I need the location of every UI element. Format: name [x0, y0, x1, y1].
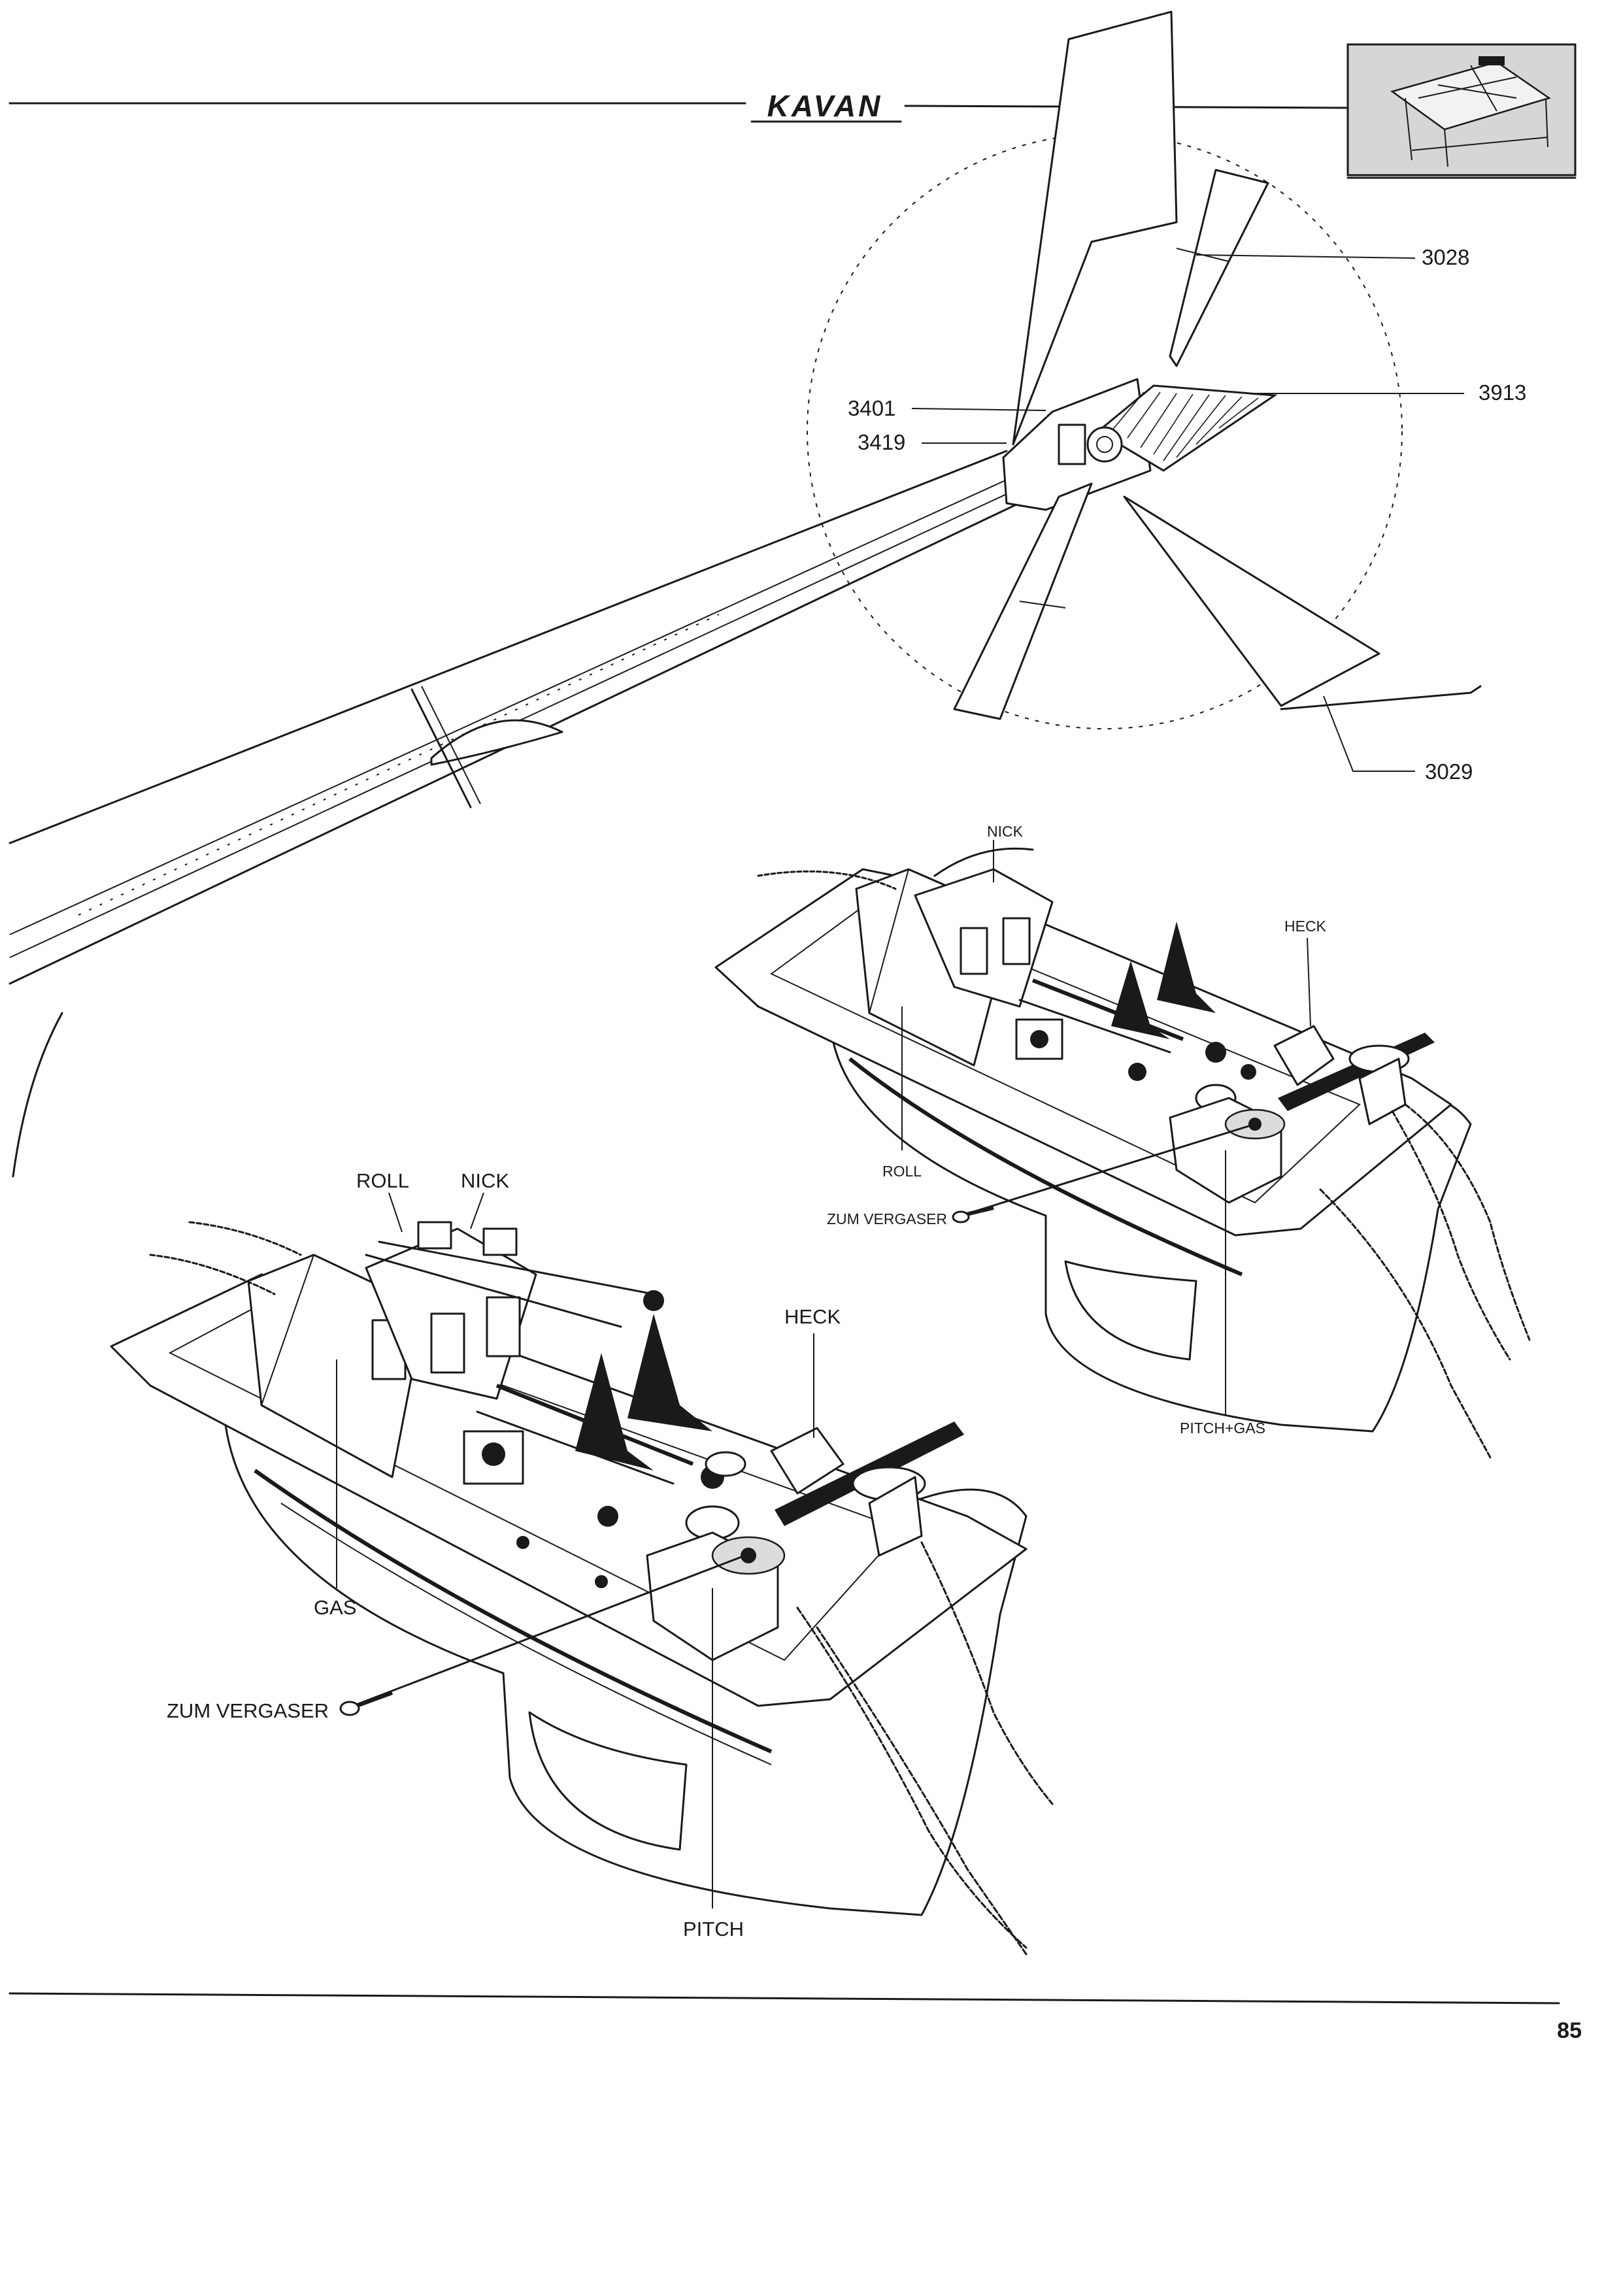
vertical-fin	[1012, 10, 1178, 446]
label-heck-small: HECK	[1284, 918, 1327, 935]
footer: 85	[8, 1992, 1582, 2043]
label-pitch-gas-small: PITCH+GAS	[1180, 1420, 1265, 1437]
servo-roll-nick-small	[914, 868, 1054, 1008]
part-label-3028: 3028	[1422, 245, 1469, 269]
label-heck-large: HECK	[784, 1305, 841, 1328]
tail-boom-detail: 3028 3913 3401 3419 3029	[8, 10, 1526, 1178]
part-label-3913: 3913	[1479, 380, 1526, 405]
horizontal-stabilizer	[1123, 495, 1380, 707]
servo-heck-small	[1273, 1025, 1435, 1125]
mixer-linkage-large	[365, 1240, 746, 1627]
brand-logo: KAVAN	[767, 89, 883, 123]
label-roll-large: ROLL	[356, 1169, 409, 1192]
label-zum-vergaser-large: ZUM VERGASER	[167, 1699, 329, 1722]
header: KAVAN	[8, 43, 1577, 179]
servo-tray-large: ROLL NICK HECK GAS ZUM VERGASER PITCH	[110, 1169, 1054, 1955]
label-zum-vergaser-small: ZUM VERGASER	[827, 1210, 947, 1227]
detail-circle	[807, 133, 1403, 729]
label-roll-small: ROLL	[882, 1163, 922, 1180]
tail-rotor-blade-upper	[1169, 169, 1269, 367]
label-nick-small: NICK	[987, 823, 1024, 840]
servo-heck-large	[770, 1422, 964, 1557]
workbench-icon	[1346, 43, 1577, 179]
part-label-3029: 3029	[1425, 759, 1473, 784]
servo-roll-nick-large	[365, 1221, 537, 1400]
tail-skid	[1280, 685, 1482, 710]
label-nick-large: NICK	[461, 1169, 509, 1192]
servo-tray-small: NICK HECK ROLL ZUM VERGASER PITCH+GAS	[714, 823, 1531, 1459]
label-pitch-large: PITCH	[683, 1918, 744, 1940]
page-number: 85	[1557, 2018, 1582, 2043]
part-label-3419: 3419	[858, 430, 905, 454]
mixer-linkage-small	[1015, 922, 1256, 1112]
label-gas-large: GAS	[314, 1596, 356, 1619]
part-label-3401: 3401	[848, 396, 895, 420]
